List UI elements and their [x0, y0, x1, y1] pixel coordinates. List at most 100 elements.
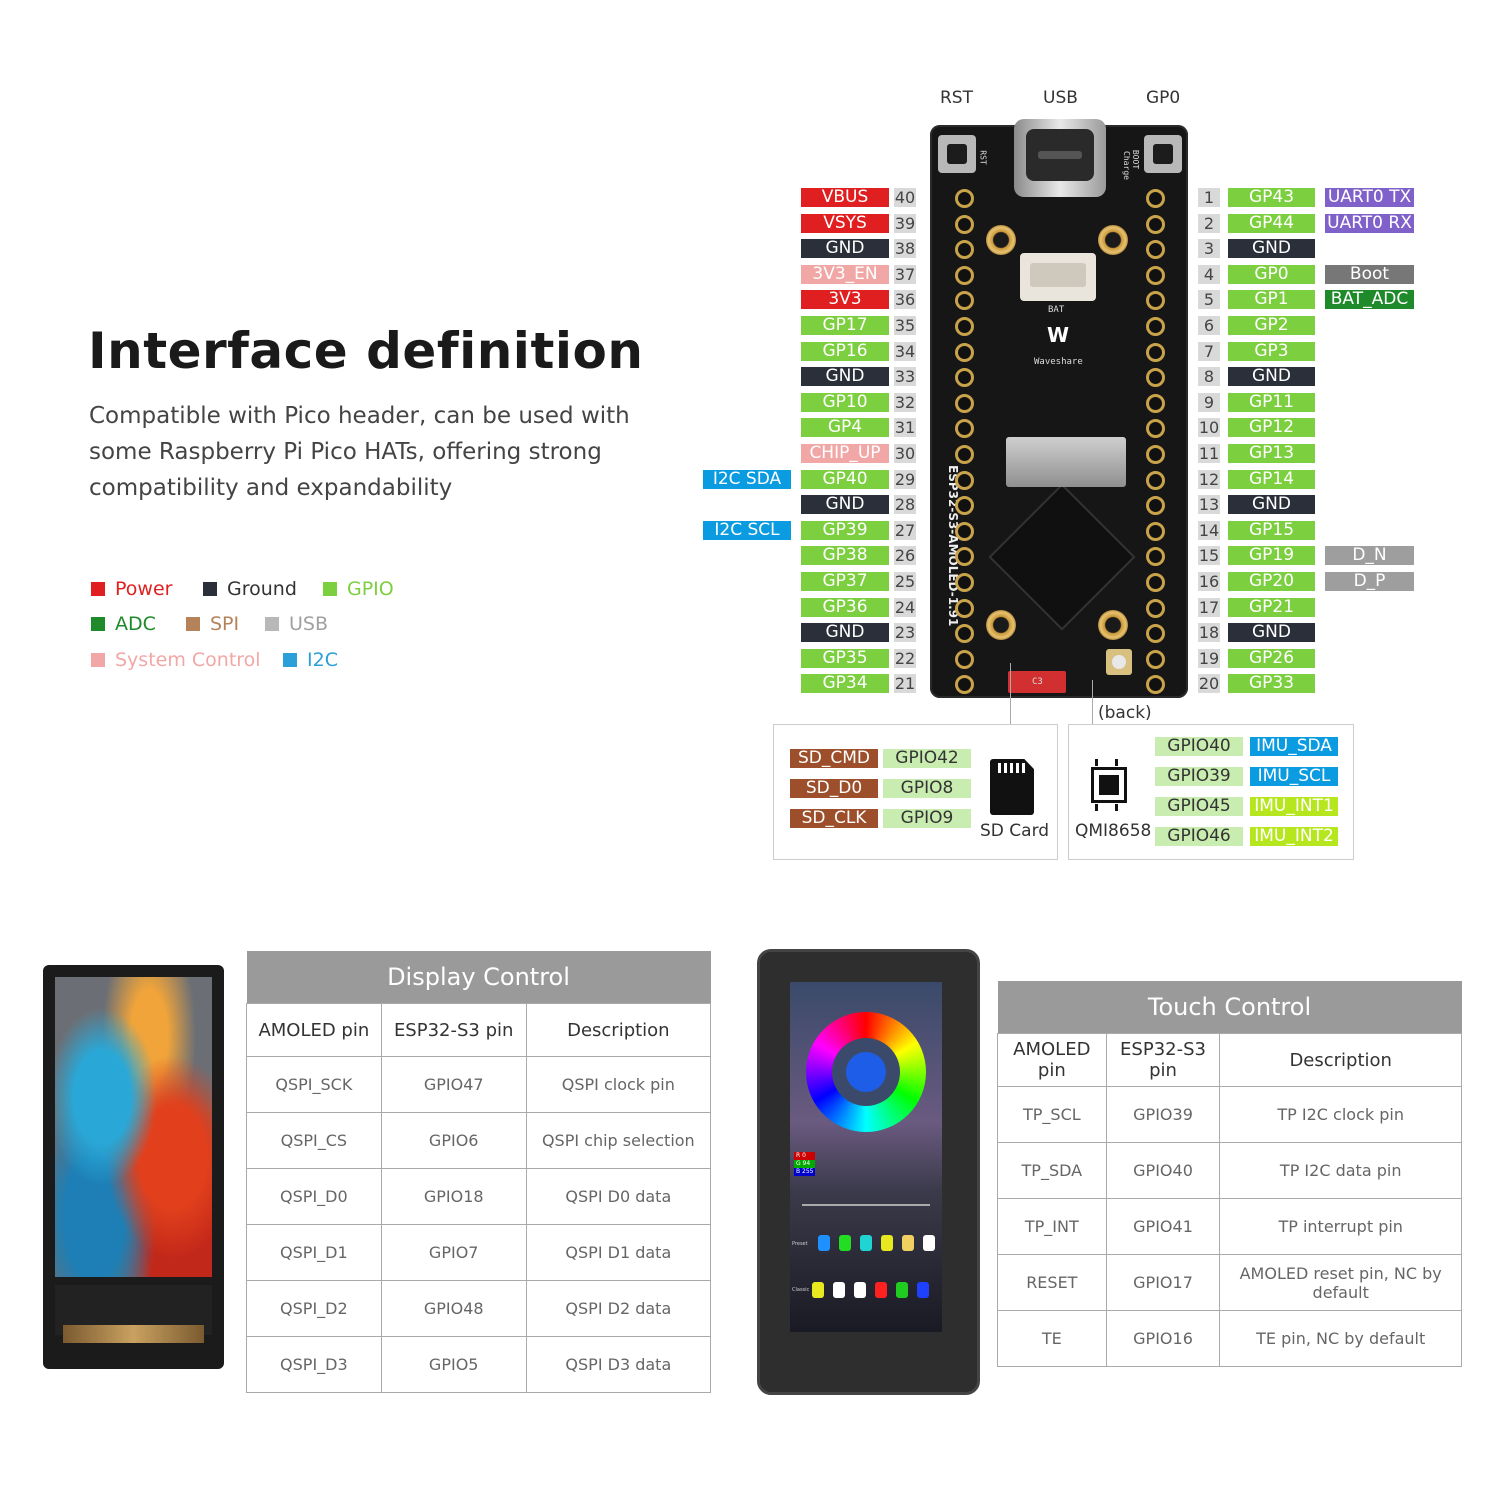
mount-hole-icon — [1098, 225, 1128, 255]
pin-function-right: D_P — [1325, 572, 1414, 591]
preset-color-swatch[interactable] — [818, 1235, 830, 1251]
rst-label: RST — [940, 88, 973, 108]
classic-color-swatch[interactable] — [875, 1282, 887, 1298]
pin-label-left: GP39 — [801, 520, 889, 540]
mount-hole-icon — [986, 610, 1016, 640]
pin-number-right: 1 — [1198, 188, 1220, 207]
imu-gpio-label: GPIO45 — [1155, 797, 1243, 816]
pin-label-right: GND — [1228, 367, 1315, 387]
preset-color-swatch[interactable] — [839, 1235, 851, 1251]
pin-number-left: 21 — [894, 674, 916, 694]
color-wheel-icon — [806, 1012, 926, 1132]
header-hole — [1146, 496, 1165, 516]
c3-component — [1008, 671, 1066, 693]
table-header: Description — [1219, 1033, 1462, 1087]
header-hole — [955, 240, 974, 260]
legend-label: Power — [115, 578, 173, 600]
pin-number-left: 24 — [894, 597, 916, 617]
classic-color-swatch[interactable] — [833, 1282, 845, 1298]
pin-number-left: 37 — [894, 264, 916, 284]
table-cell: TP I2C data pin — [1219, 1142, 1462, 1199]
pin-label-right: GP2 — [1228, 316, 1315, 335]
pin-label-right: GP1 — [1228, 290, 1315, 310]
page-subtitle: Compatible with Pico header, can be used… — [89, 403, 630, 501]
imu-gpio-label: GPIO39 — [1155, 767, 1243, 786]
table-cell: GPIO16 — [1105, 1310, 1221, 1367]
display-control-table: Display Control AMOLED pin ESP32-S3 pin … — [246, 951, 712, 1393]
preset-color-swatch[interactable] — [923, 1235, 935, 1251]
sd-card-icon — [990, 759, 1034, 815]
pin-number-right: 15 — [1198, 546, 1220, 566]
pin-label-left: CHIP_UP — [801, 444, 889, 463]
pin-number-right: 17 — [1198, 597, 1220, 617]
header-hole — [955, 291, 974, 311]
pin-label-right: GP12 — [1228, 418, 1315, 438]
rgb-g: G 94 — [794, 1160, 816, 1168]
preset-color-swatch[interactable] — [860, 1235, 872, 1251]
mount-hole-icon — [986, 225, 1016, 255]
pin-number-left: 31 — [894, 418, 916, 438]
classic-color-swatch[interactable] — [917, 1282, 929, 1298]
legend-item: GPIO — [323, 578, 394, 600]
legend-swatch — [265, 617, 279, 631]
header-hole — [1146, 189, 1165, 208]
brightness-slider[interactable] — [802, 1204, 930, 1206]
pin-number-left: 27 — [894, 520, 916, 540]
table-header: AMOLED pin — [246, 1003, 382, 1057]
header-hole — [1146, 393, 1165, 413]
sd-gpio-label: GPIO8 — [883, 779, 971, 798]
pin-label-left: GP34 — [801, 674, 889, 694]
legend-label: USB — [289, 613, 329, 635]
pin-label-left: GND — [801, 623, 889, 643]
legend-label: GPIO — [347, 578, 394, 600]
legend-item: System Control — [91, 649, 261, 671]
preset-color-swatch[interactable] — [902, 1235, 914, 1251]
imu-signal-label: IMU_INT1 — [1250, 797, 1338, 816]
pin-label-right: GP20 — [1228, 572, 1315, 591]
header-hole — [1146, 342, 1165, 362]
classic-color-swatch[interactable] — [854, 1282, 866, 1298]
header-hole — [955, 624, 974, 644]
pin-label-right: GND — [1228, 495, 1315, 515]
pin-number-left: 33 — [894, 367, 916, 387]
table-cell: QSPI_D2 — [246, 1280, 382, 1337]
table-cell: TE — [997, 1310, 1107, 1367]
header-hole — [955, 547, 974, 567]
sd-signal-label: SD_CMD — [790, 749, 878, 768]
pin-number-right: 4 — [1198, 264, 1220, 284]
rst-silk: RST — [978, 150, 988, 165]
table-cell: TP_SDA — [997, 1142, 1107, 1199]
sd-gpio-label: GPIO9 — [883, 809, 971, 828]
pin-function-left: I2C SCL — [703, 520, 791, 540]
header-hole — [955, 393, 974, 413]
table-cell: QSPI clock pin — [525, 1056, 712, 1113]
legend-swatch — [283, 653, 297, 667]
header-hole — [1146, 521, 1165, 541]
pin-label-left: VSYS — [801, 213, 889, 233]
table-cell: QSPI D1 data — [525, 1224, 712, 1281]
table-cell: QSPI D2 data — [525, 1280, 712, 1337]
classic-color-swatch[interactable] — [812, 1282, 824, 1298]
classic-label: Classic — [792, 1287, 810, 1293]
pin-number-left: 28 — [894, 495, 916, 515]
preset-color-swatch[interactable] — [881, 1235, 893, 1251]
amoled-display-front-image — [43, 965, 224, 1369]
table-cell: GPIO48 — [380, 1280, 527, 1337]
pin-number-left: 36 — [894, 290, 916, 310]
classic-color-swatch[interactable] — [896, 1282, 908, 1298]
legend-label: I2C — [307, 649, 338, 671]
header-hole — [955, 342, 974, 362]
pin-number-right: 8 — [1198, 367, 1220, 387]
legend-item: USB — [265, 613, 328, 635]
table-cell: TP I2C clock pin — [1219, 1086, 1462, 1143]
battery-connector-icon — [1020, 253, 1096, 301]
pin-number-left: 26 — [894, 546, 916, 566]
table-cell: TE pin, NC by default — [1219, 1310, 1462, 1367]
pin-label-right: GP33 — [1228, 674, 1315, 694]
